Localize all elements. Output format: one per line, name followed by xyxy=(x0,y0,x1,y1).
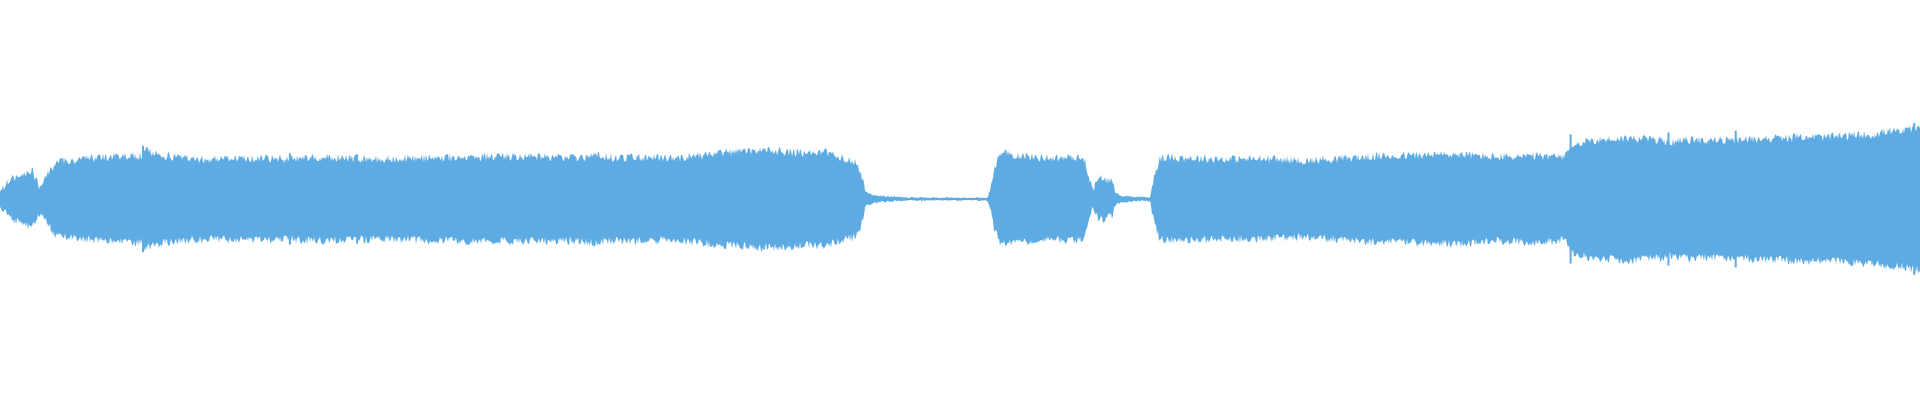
waveform-center-line xyxy=(0,198,1920,200)
waveform-shape xyxy=(0,123,1920,275)
